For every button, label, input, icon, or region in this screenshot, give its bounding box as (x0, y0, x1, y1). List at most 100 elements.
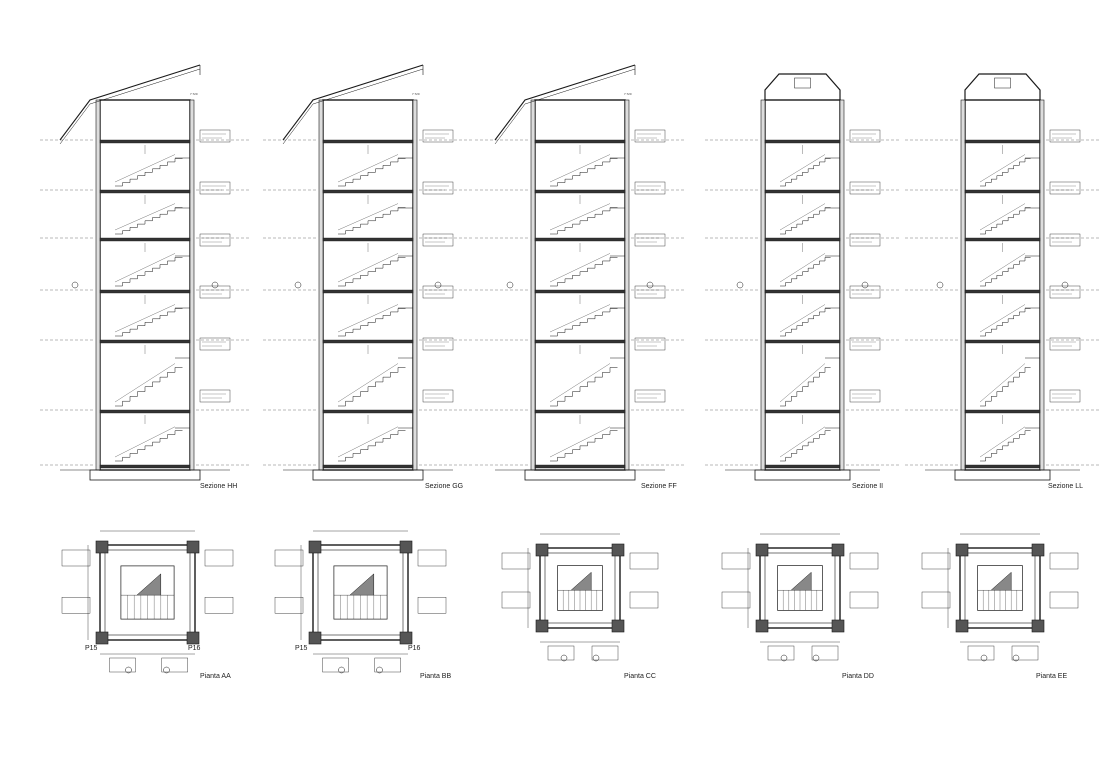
plan-annotation-box (61, 549, 91, 567)
annotation-box (422, 129, 454, 143)
annotation-box (849, 129, 881, 143)
grid-axis-marker (936, 281, 944, 289)
roof-shed (59, 64, 201, 141)
roof-gable (964, 73, 1041, 100)
plan-annotation-box (591, 645, 619, 661)
stair-flight (980, 158, 1031, 187)
annotation-box (849, 181, 881, 195)
plan-annotation-box (1049, 552, 1079, 570)
floor-slab (322, 339, 414, 344)
section-title-gg: Sezione GG (425, 483, 463, 490)
plan-annotation-box (322, 657, 349, 673)
plan-drawing-1 (61, 530, 234, 674)
stair-flight (115, 207, 183, 235)
annotation-box (422, 285, 454, 299)
stair-soffit (779, 426, 826, 458)
annotation-box (634, 285, 666, 299)
section-outline (322, 99, 414, 471)
stair-core (120, 565, 175, 620)
plan-annotation-box (1011, 645, 1039, 661)
plan-annotation-box (417, 549, 447, 567)
stair-soffit (979, 304, 1026, 333)
plan-annotation-box (629, 552, 659, 570)
wall-left (960, 99, 966, 471)
section-cut-marker (125, 666, 132, 674)
stair-soffit (979, 426, 1026, 458)
floor-slab (964, 409, 1041, 414)
plan-column (955, 543, 969, 557)
annotation-box (422, 181, 454, 195)
plan-annotation-box (61, 597, 91, 614)
annotation-box (849, 233, 881, 247)
floor-slab (764, 189, 841, 194)
wall-right (1039, 99, 1045, 471)
foundation (954, 469, 1051, 481)
roof-shed (494, 64, 636, 141)
stair-flight (980, 308, 1031, 337)
floor-slab (964, 237, 1041, 242)
stair-soffit (114, 426, 176, 458)
plan-bb-column-left: P15 (295, 645, 308, 652)
plan-aa-column-left: P15 (85, 645, 98, 652)
stair-soffit (779, 154, 826, 183)
plan-column (186, 540, 200, 554)
floor-slab (764, 409, 841, 414)
stair-soffit (779, 363, 826, 403)
floor-slab (964, 339, 1041, 344)
annotation-box (422, 337, 454, 351)
section-cut-marker (338, 666, 345, 674)
plan-column (399, 540, 413, 554)
stair-soffit (337, 426, 399, 458)
stair-flight (550, 207, 618, 235)
stair-flight (780, 257, 831, 287)
plans-group (61, 530, 1079, 674)
wall-left (95, 99, 101, 471)
stair-flight (338, 257, 406, 287)
stair-soffit (549, 426, 611, 458)
floor-slab (764, 139, 841, 144)
sections-group (40, 64, 1099, 481)
plan-column (755, 543, 769, 557)
roof-skylight (794, 77, 811, 89)
plan-inner-wall (764, 552, 836, 624)
floor-slab (764, 339, 841, 344)
stair-soffit (337, 253, 399, 283)
plan-column (831, 619, 845, 633)
floor-slab (322, 464, 414, 469)
stair-soffit (114, 253, 176, 283)
plan-annotation-box (501, 552, 531, 570)
plan-annotation-box (109, 657, 136, 673)
stair-soffit (337, 363, 399, 403)
plan-annotation-box (849, 552, 879, 570)
grid-axis-marker (1061, 281, 1069, 289)
floor-slab (322, 139, 414, 144)
stair-flight (550, 367, 618, 407)
stair-flight (115, 257, 183, 287)
floor-slab (99, 409, 191, 414)
floor-slab (534, 237, 626, 242)
plan-annotation-box (1049, 591, 1079, 609)
wall-left (530, 99, 536, 471)
roof-underside (59, 68, 201, 145)
annotation-box (199, 285, 231, 299)
roof-shed (282, 64, 424, 141)
stair-flight (338, 367, 406, 407)
stair-flight (338, 430, 406, 462)
section-drawing-5 (905, 73, 1099, 481)
floor-slab (322, 189, 414, 194)
lintel-label-hh: 7.720 (190, 92, 198, 96)
floor-slab (99, 189, 191, 194)
section-drawing-4 (705, 73, 900, 481)
stair-wedge (570, 571, 592, 591)
stair-soffit (549, 304, 611, 333)
plan-annotation-box (374, 657, 401, 673)
section-outline (964, 99, 1041, 471)
roof-gable (764, 73, 841, 100)
stair-flight (780, 430, 831, 462)
stair-soffit (779, 304, 826, 333)
plan-column (535, 543, 549, 557)
annotation-box (199, 233, 231, 247)
floor-slab (964, 189, 1041, 194)
plan-column (535, 619, 549, 633)
section-cut-marker (560, 654, 568, 662)
